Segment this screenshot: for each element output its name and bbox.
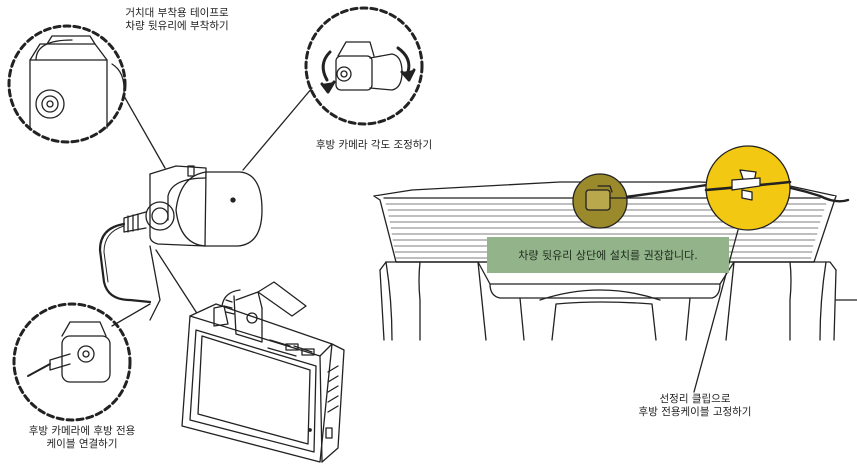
- camera-cable: [100, 212, 160, 320]
- connect-detail-callout: [14, 304, 130, 420]
- recommendation-banner: 차량 뒷유리 상단에 설치를 권장합니다.: [487, 237, 729, 273]
- clip-instruction-label: 선정리 클립으로 후방 전용케이블 고정하기: [600, 393, 790, 419]
- mount-line-1: 거치대 부착용 테이프로: [92, 7, 262, 20]
- mount-line-2: 차량 뒷유리에 부착하기: [92, 20, 262, 33]
- rear-camera-position-marker: [573, 174, 628, 228]
- cable-clip-marker: [706, 146, 790, 230]
- mount-detail-callout: [9, 26, 125, 142]
- angle-line: 후방 카메라 각도 조정하기: [284, 139, 464, 152]
- clip-line-1: 선정리 클립으로: [600, 393, 790, 406]
- mount-instruction-label: 거치대 부착용 테이프로 차량 뒷유리에 부착하기: [92, 7, 262, 33]
- connect-instruction-label: 후방 카메라에 후방 전용 케이블 연결하기: [2, 425, 162, 451]
- rear-camera: [146, 166, 262, 246]
- clip-line-2: 후방 전용케이블 고정하기: [600, 406, 790, 419]
- dashcam-body: [182, 282, 344, 462]
- connect-line-1: 후방 카메라에 후방 전용: [2, 425, 162, 438]
- connect-line-2: 케이블 연결하기: [2, 438, 162, 451]
- angle-instruction-label: 후방 카메라 각도 조정하기: [284, 139, 464, 152]
